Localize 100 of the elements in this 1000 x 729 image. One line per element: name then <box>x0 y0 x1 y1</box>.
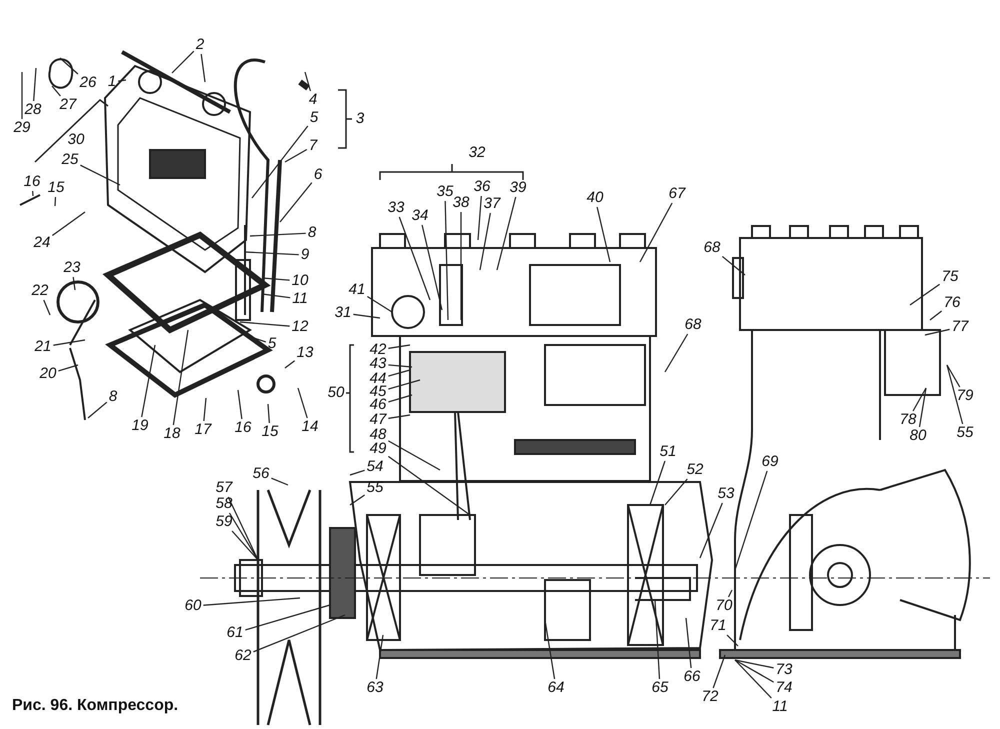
callout-number: 31 <box>334 305 352 321</box>
callout-number: 8 <box>308 225 316 241</box>
leader-line <box>253 614 346 652</box>
callout-number: 68 <box>684 317 702 333</box>
callout-number: 58 <box>216 496 232 512</box>
leader-line <box>21 72 23 119</box>
callout-number: 15 <box>262 424 278 440</box>
leader-line <box>350 470 365 476</box>
leader-line <box>228 512 259 560</box>
callout-number: 62 <box>234 648 252 664</box>
callout-number: 30 <box>68 132 84 148</box>
callout-number: 42 <box>370 342 386 358</box>
leader-line <box>649 460 666 506</box>
leader-line <box>722 256 746 276</box>
leader-line <box>244 251 299 256</box>
callout-number: 20 <box>40 366 56 382</box>
leader-line <box>910 284 940 306</box>
leader-line <box>237 390 242 420</box>
leader-line <box>80 164 120 186</box>
leader-line <box>388 369 410 377</box>
leader-line <box>60 58 78 74</box>
leader-line <box>726 634 738 646</box>
leader-line <box>699 502 723 558</box>
leader-line <box>398 216 431 300</box>
callout-number: 7 <box>308 138 318 154</box>
callout-number: 34 <box>412 208 428 224</box>
leader-line <box>930 310 942 320</box>
callout-number: 1 <box>108 74 116 90</box>
leader-line <box>664 334 688 372</box>
leader-line <box>388 344 410 349</box>
leader-line <box>388 456 470 516</box>
leader-line <box>141 344 156 418</box>
leader-line <box>388 414 410 419</box>
leader-line <box>54 196 56 206</box>
callout-number: 24 <box>34 235 50 251</box>
callout-number: 67 <box>668 186 686 202</box>
leader-line <box>304 72 311 92</box>
callout-number: 41 <box>348 282 366 298</box>
leader-line <box>280 182 312 222</box>
callout-number: 8 <box>108 389 118 405</box>
callout-number: 16 <box>24 174 40 190</box>
callout-number: 52 <box>686 462 704 478</box>
leader-line <box>284 360 296 368</box>
callout-number: 39 <box>510 180 526 196</box>
callout-number: 73 <box>776 662 792 678</box>
callout-number: 72 <box>702 689 718 705</box>
callout-number: 19 <box>132 418 148 434</box>
leader-line <box>297 388 308 418</box>
callout-number: 37 <box>484 196 500 212</box>
figure-caption: Рис. 96. Компрессор. <box>12 697 178 715</box>
callout-number: 17 <box>194 422 212 438</box>
leader-line <box>72 276 76 290</box>
callout-number: 71 <box>710 618 726 634</box>
callout-number: 65 <box>652 680 668 696</box>
callout-number: 38 <box>452 195 470 211</box>
callout-number: 48 <box>370 427 386 443</box>
leader-line <box>734 659 774 683</box>
callout-number: 69 <box>762 454 778 470</box>
leader-line <box>43 300 51 316</box>
leader-line <box>53 339 86 346</box>
leader-line <box>172 50 194 74</box>
callout-number: 43 <box>370 356 386 372</box>
leader-line <box>240 321 290 327</box>
callout-number: 49 <box>370 441 386 457</box>
callout-number: 51 <box>660 444 676 460</box>
callout-number: 59 <box>216 514 232 530</box>
callout-number: 40 <box>586 190 604 206</box>
leader-line <box>477 196 482 240</box>
leader-line <box>712 654 726 688</box>
leader-line <box>376 634 384 680</box>
leader-line <box>367 296 392 312</box>
callout-number: 61 <box>226 625 244 641</box>
leader-line <box>924 328 950 336</box>
leader-line <box>353 314 380 319</box>
leader-line <box>232 530 258 560</box>
callout-number: 77 <box>952 319 968 335</box>
leader-line <box>918 388 927 428</box>
leader-line <box>172 330 189 426</box>
callout-number: 3 <box>356 111 364 127</box>
callout-number: 75 <box>942 269 958 285</box>
callout-number: 26 <box>80 75 96 91</box>
callout-number: 13 <box>296 345 314 361</box>
callout-number: 11 <box>772 699 788 715</box>
callout-number: 63 <box>366 680 384 696</box>
leader-line <box>350 494 365 506</box>
callout-number: 15 <box>48 180 64 196</box>
leader-line <box>284 149 308 163</box>
callout-number: 5 <box>268 336 276 352</box>
leader-line <box>912 388 927 412</box>
leader-line <box>734 470 768 570</box>
callout-number: 45 <box>370 384 386 400</box>
leader-line <box>496 196 516 270</box>
callout-number: 16 <box>234 420 252 436</box>
leader-line <box>388 440 440 471</box>
leader-line <box>388 364 412 368</box>
leader-line <box>734 659 774 668</box>
leader-line <box>444 200 449 320</box>
callout-number: 6 <box>314 167 322 183</box>
callout-number: 22 <box>32 283 48 299</box>
callout-number: 35 <box>436 184 454 200</box>
